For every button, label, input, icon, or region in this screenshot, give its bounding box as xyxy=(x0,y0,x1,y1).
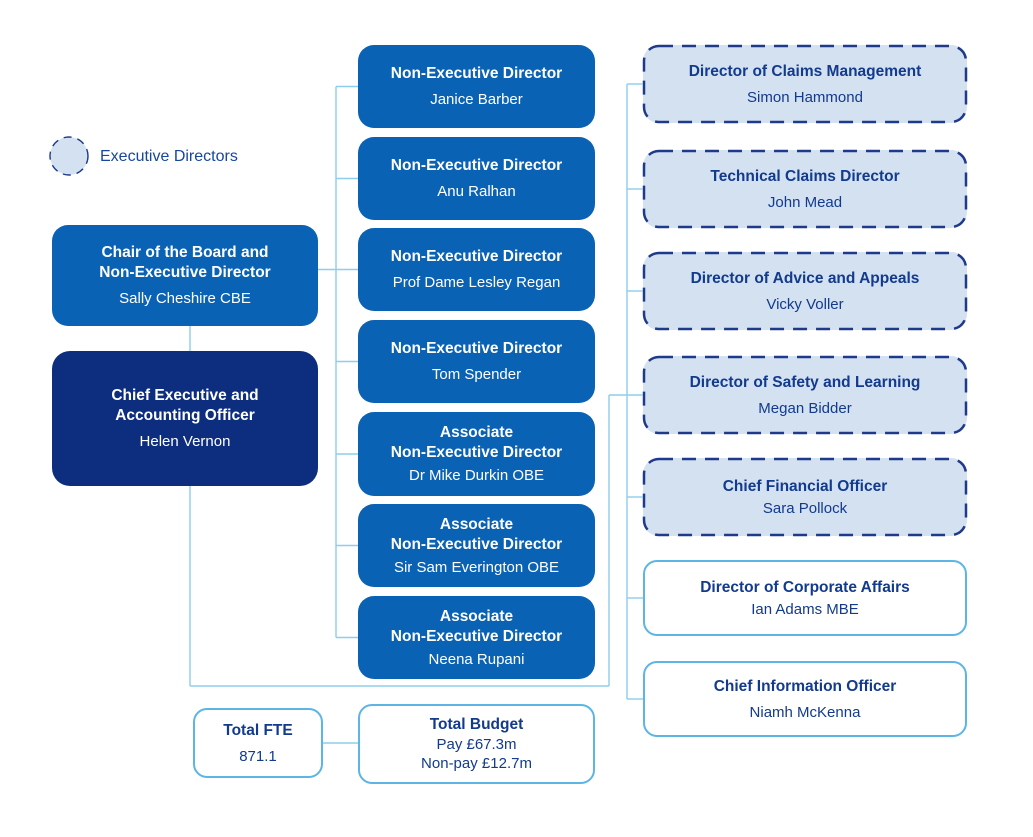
node-title: Non-Executive Director xyxy=(390,340,563,357)
node-director-corporate-affairs: Director of Corporate Affairs Ian Adams … xyxy=(643,560,967,636)
node-title: Associate Non-Executive Director xyxy=(390,424,563,461)
node-ned-anu-ralhan: Non-Executive Director Anu Ralhan xyxy=(358,137,595,220)
node-person: John Mead xyxy=(767,193,843,211)
node-chief-executive: Chief Executive and Accounting Officer H… xyxy=(52,351,318,486)
node-person: Dr Mike Durkin OBE xyxy=(408,467,545,484)
node-person: Prof Dame Lesley Regan xyxy=(392,274,561,291)
node-title: Associate Non-Executive Director xyxy=(390,607,563,645)
node-title: Chief Information Officer xyxy=(713,677,897,695)
node-exec-vicky-voller: Director of Advice and Appeals Vicky Vol… xyxy=(643,252,967,330)
node-person: Tom Spender xyxy=(431,366,522,383)
node-ned-lesley-regan: Non-Executive Director Prof Dame Lesley … xyxy=(358,228,595,311)
node-title: Non-Executive Director xyxy=(390,248,563,265)
node-person: Janice Barber xyxy=(430,91,523,108)
node-aned-mike-durkin: Associate Non-Executive Director Dr Mike… xyxy=(358,412,595,496)
total-budget-details: Pay £67.3m Non-pay £12.7m xyxy=(421,736,532,772)
total-fte-value: 871.1 xyxy=(239,747,277,765)
node-title: Non-Executive Director xyxy=(390,157,563,174)
legend-label: Executive Directors xyxy=(100,148,238,165)
node-title: Director of Safety and Learning xyxy=(689,373,921,391)
node-exec-megan-bidder: Director of Safety and Learning Megan Bi… xyxy=(643,356,967,434)
node-person: Sir Sam Everington OBE xyxy=(393,558,560,576)
node-person: Sara Pollock xyxy=(762,499,848,517)
node-person: Helen Vernon xyxy=(139,433,231,450)
node-exec-sara-pollock: Chief Financial Officer Sara Pollock xyxy=(643,458,967,536)
node-title: Technical Claims Director xyxy=(710,167,900,185)
node-person: Vicky Voller xyxy=(766,295,844,313)
node-person: Megan Bidder xyxy=(758,399,852,417)
node-exec-simon-hammond: Director of Claims Management Simon Hamm… xyxy=(643,45,967,123)
node-person: Neena Rupani xyxy=(428,650,525,668)
node-exec-john-mead: Technical Claims Director John Mead xyxy=(643,150,967,228)
node-title: Director of Advice and Appeals xyxy=(690,269,920,287)
node-title: Director of Claims Management xyxy=(688,62,922,80)
node-title: Director of Corporate Affairs xyxy=(700,578,910,596)
node-title: Chair of the Board and Non-Executive Dir… xyxy=(99,244,271,281)
node-chair-of-the-board: Chair of the Board and Non-Executive Dir… xyxy=(52,225,318,326)
node-chief-information-officer: Chief Information Officer Niamh McKenna xyxy=(643,661,967,737)
node-aned-sam-everington: Associate Non-Executive Director Sir Sam… xyxy=(358,504,595,587)
node-title: Chief Financial Officer xyxy=(722,477,888,495)
node-ned-tom-spender: Non-Executive Director Tom Spender xyxy=(358,320,595,403)
node-title: Non-Executive Director xyxy=(390,65,563,82)
node-ned-janice-barber: Non-Executive Director Janice Barber xyxy=(358,45,595,128)
node-aned-neena-rupani: Associate Non-Executive Director Neena R… xyxy=(358,596,595,679)
node-title: Associate Non-Executive Director xyxy=(390,515,563,553)
node-person: Sally Cheshire CBE xyxy=(119,290,251,307)
total-budget-box: Total Budget Pay £67.3m Non-pay £12.7m xyxy=(358,704,595,784)
node-person: Simon Hammond xyxy=(747,88,863,106)
executive-directors-legend-icon xyxy=(49,136,89,176)
node-person: Niamh McKenna xyxy=(749,703,861,721)
total-fte-box: Total FTE 871.1 xyxy=(193,708,323,778)
node-title: Chief Executive and Accounting Officer xyxy=(111,387,259,424)
node-person: Anu Ralhan xyxy=(437,183,516,200)
total-budget-title: Total Budget xyxy=(429,716,524,733)
node-person: Ian Adams MBE xyxy=(751,600,859,618)
total-fte-title: Total FTE xyxy=(223,721,293,739)
